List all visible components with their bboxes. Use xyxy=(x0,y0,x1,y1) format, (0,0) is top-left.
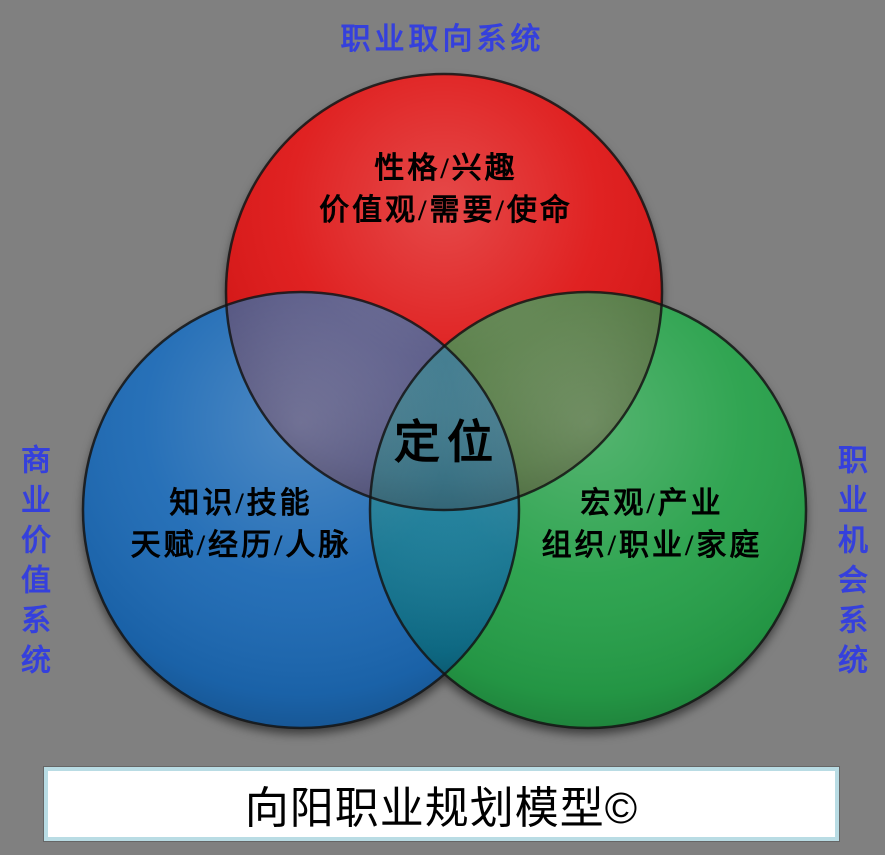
green-caption-line2: 组织/职业/家庭 xyxy=(541,529,763,562)
blue-circle-caption: 知识/技能 天赋/经历/人脉 xyxy=(131,483,352,567)
model-title: 向阳职业规划模型© xyxy=(244,784,639,833)
red-circle-caption: 性格/兴趣 价值观/需要/使命 xyxy=(319,148,573,232)
model-title-box: 向阳职业规划模型© xyxy=(44,767,839,841)
center-positioning-label: 定位 xyxy=(394,416,500,468)
red-caption-line1: 性格/兴趣 xyxy=(374,152,518,185)
red-caption-line2: 价值观/需要/使命 xyxy=(319,194,573,227)
green-circle-outline xyxy=(368,290,808,730)
blue-caption-line2: 天赋/经历/人脉 xyxy=(130,529,352,562)
green-caption-line1: 宏观/产业 xyxy=(580,487,724,520)
red-circle-outline xyxy=(224,72,664,512)
blue-caption-line1: 知识/技能 xyxy=(169,487,313,520)
green-circle-sheen xyxy=(370,292,806,728)
blue-circle-outline xyxy=(81,290,521,730)
top-system-label: 职业取向系统 xyxy=(340,23,545,56)
left-system-label: 商业价值系统 xyxy=(16,444,49,684)
green-circle-caption: 宏观/产业 组织/职业/家庭 xyxy=(542,483,763,567)
right-system-label: 职业机会系统 xyxy=(833,444,866,684)
